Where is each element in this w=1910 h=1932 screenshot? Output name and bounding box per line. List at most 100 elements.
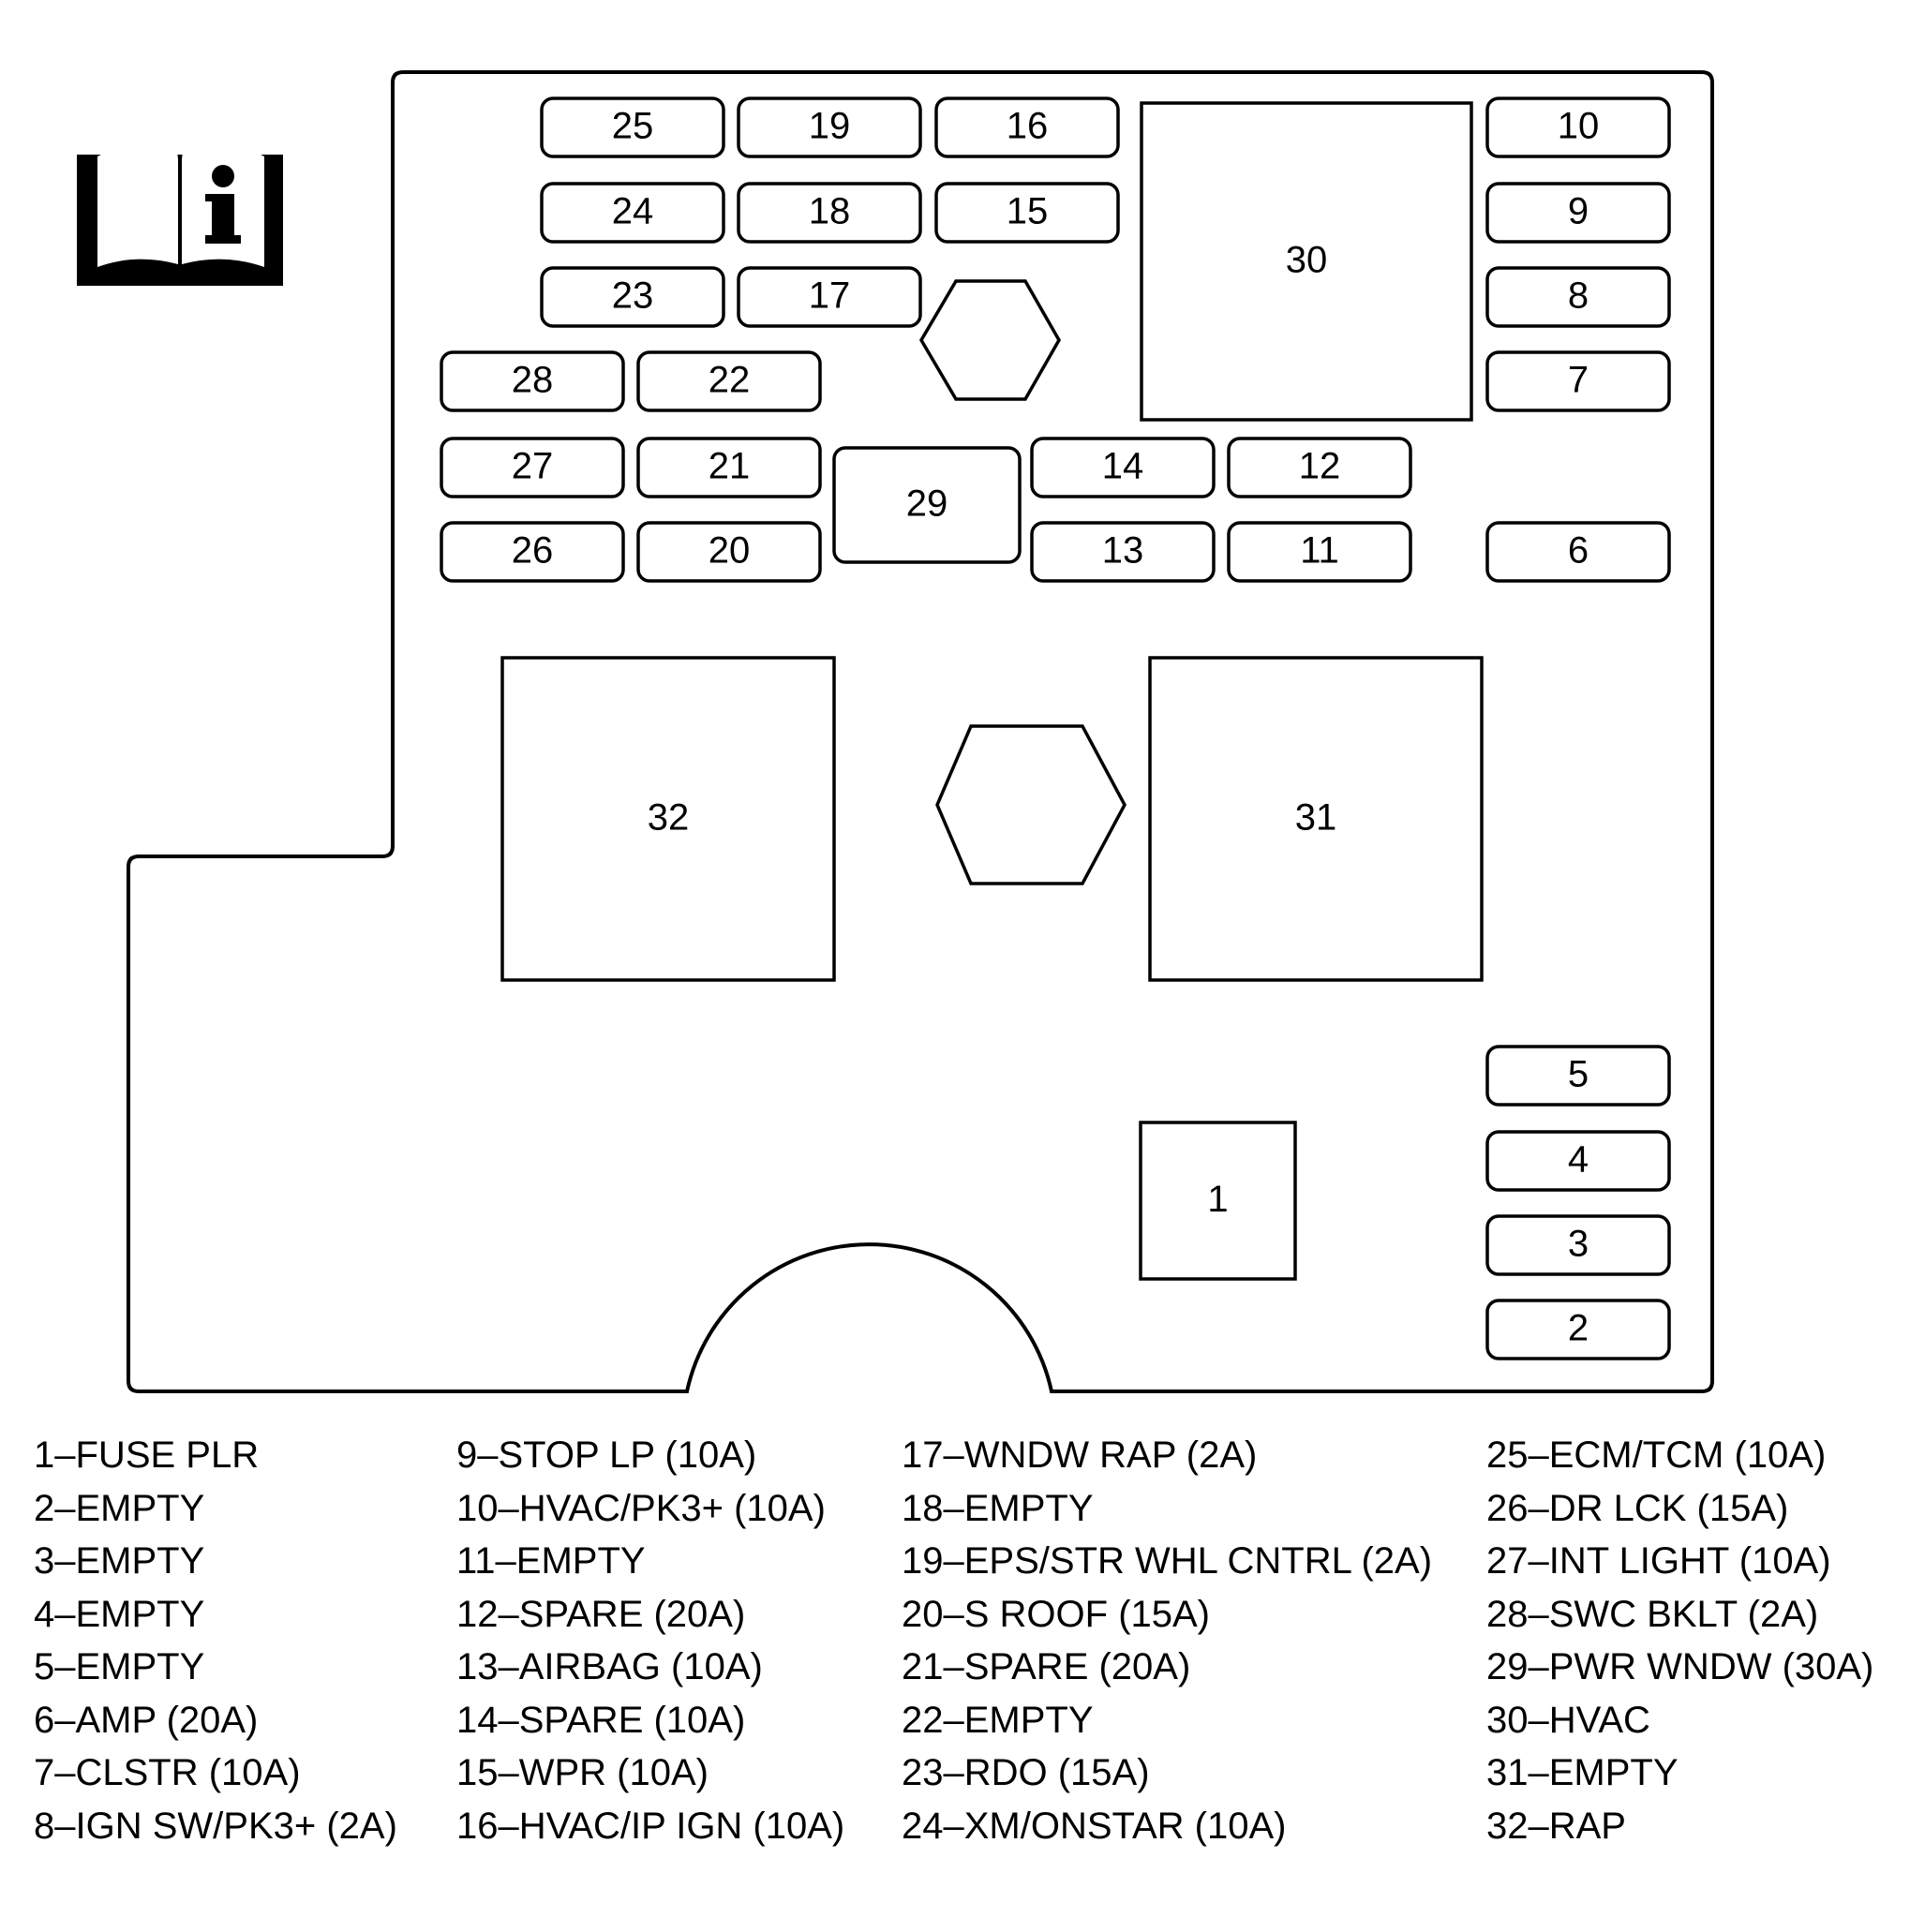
fuse-21: 21 xyxy=(636,437,822,498)
fuse-6: 6 xyxy=(1485,521,1671,583)
fuse-box xyxy=(440,521,625,583)
relay-30: 30 xyxy=(1140,101,1473,422)
fuse-17: 17 xyxy=(737,266,922,328)
fuse-18: 18 xyxy=(737,182,922,244)
mounting-bolt-icon xyxy=(935,724,1127,885)
slot-number-label: 14 xyxy=(1102,446,1144,487)
fuse-box xyxy=(540,266,725,328)
slot-number-label: 26 xyxy=(512,530,554,572)
slot-number-label: 2 xyxy=(1568,1308,1589,1349)
mounting-bolt-icon xyxy=(918,279,1062,401)
slot-number-label: 6 xyxy=(1568,530,1589,572)
fuse-box xyxy=(540,182,725,244)
fuse-box xyxy=(1485,266,1671,328)
fuse-27: 27 xyxy=(440,437,625,498)
legend-item: 3–EMPTY xyxy=(34,1540,205,1582)
slot-number-label: 24 xyxy=(612,191,654,232)
fuse-box xyxy=(1030,521,1216,583)
fuse-box xyxy=(1485,1130,1671,1192)
slot-number-label: 18 xyxy=(809,191,851,232)
slot-number-label: 1 xyxy=(1207,1179,1228,1220)
fuse-26: 26 xyxy=(440,521,625,583)
fuse-22: 22 xyxy=(636,350,822,412)
slot-number-label: 11 xyxy=(1300,530,1339,572)
legend-item: 6–AMP (20A) xyxy=(34,1699,259,1741)
legend-item: 22–EMPTY xyxy=(902,1699,1094,1741)
fuse-29: 29 xyxy=(832,446,1022,564)
fuse-2: 2 xyxy=(1485,1299,1671,1360)
fuse-5: 5 xyxy=(1485,1045,1671,1107)
slot-number-label: 10 xyxy=(1558,106,1600,147)
fuse-15: 15 xyxy=(934,182,1120,244)
slot-number-label: 12 xyxy=(1299,446,1341,487)
fuse-box xyxy=(1485,1299,1671,1360)
relay-box xyxy=(1139,1121,1297,1281)
fuse-14: 14 xyxy=(1030,437,1216,498)
fuse-10: 10 xyxy=(1485,97,1671,158)
legend-item: 7–CLSTR (10A) xyxy=(34,1752,301,1793)
fuse-8: 8 xyxy=(1485,266,1671,328)
relay-box xyxy=(500,656,836,982)
legend-item: 15–WPR (10A) xyxy=(456,1752,709,1793)
slot-number-label: 32 xyxy=(648,797,690,839)
fuse-box xyxy=(737,266,922,328)
fuse-box xyxy=(1485,521,1671,583)
fuse-box xyxy=(636,350,822,412)
legend-column: 17–WNDW RAP (2A) 18–EMPTY 19–EPS/STR WHL… xyxy=(902,1429,1432,1852)
fuse-7: 7 xyxy=(1485,350,1671,412)
fuse-19: 19 xyxy=(737,97,922,158)
slot-number-label: 20 xyxy=(709,530,751,572)
relay-31: 31 xyxy=(1148,656,1484,982)
fuse-box xyxy=(1030,437,1216,498)
slot-number-label: 16 xyxy=(1007,106,1049,147)
fuse-block-outline xyxy=(127,70,1714,1393)
legend-item: 24–XM/ONSTAR (10A) xyxy=(902,1805,1287,1847)
legend-item: 26–DR LCK (15A) xyxy=(1486,1487,1789,1529)
fuse-16: 16 xyxy=(934,97,1120,158)
legend-item: 27–INT LIGHT (10A) xyxy=(1486,1540,1831,1582)
legend-item: 31–EMPTY xyxy=(1486,1752,1679,1793)
fuse-23: 23 xyxy=(540,266,725,328)
legend-item: 18–EMPTY xyxy=(902,1487,1094,1529)
fuse-box xyxy=(1485,1045,1671,1107)
legend-item: 21–SPARE (20A) xyxy=(902,1646,1191,1687)
legend-item: 29–PWR WNDW (30A) xyxy=(1486,1646,1874,1687)
legend-item: 23–RDO (15A) xyxy=(902,1752,1150,1793)
legend-column: 9–STOP LP (10A) 10–HVAC/PK3+ (10A) 11–EM… xyxy=(456,1429,844,1852)
fuse-28: 28 xyxy=(440,350,625,412)
legend-item: 16–HVAC/IP IGN (10A) xyxy=(456,1805,845,1847)
fuse-box xyxy=(934,97,1120,158)
slot-number-label: 29 xyxy=(906,483,948,525)
relay-1: 1 xyxy=(1139,1121,1297,1281)
slot-number-label: 31 xyxy=(1295,797,1337,839)
legend-item: 25–ECM/TCM (10A) xyxy=(1486,1434,1827,1476)
legend-item: 8–IGN SW/PK3+ (2A) xyxy=(34,1805,397,1847)
fuse-13: 13 xyxy=(1030,521,1216,583)
legend-item: 17–WNDW RAP (2A) xyxy=(902,1434,1258,1476)
slot-number-label: 25 xyxy=(612,106,654,147)
fuse-3: 3 xyxy=(1485,1214,1671,1276)
legend-item: 11–EMPTY xyxy=(456,1540,646,1582)
legend-item: 12–SPARE (20A) xyxy=(456,1593,746,1635)
slot-number-label: 19 xyxy=(809,106,851,147)
legend-item: 13–AIRBAG (10A) xyxy=(456,1646,763,1687)
fuse-box xyxy=(737,97,922,158)
legend-item: 20–S ROOF (15A) xyxy=(902,1593,1211,1635)
slot-number-label: 9 xyxy=(1568,191,1589,232)
fuse-9: 9 xyxy=(1485,182,1671,244)
legend-item: 9–STOP LP (10A) xyxy=(456,1434,757,1476)
relay-box xyxy=(1140,101,1473,422)
fuse-box xyxy=(1485,97,1671,158)
fuse-box xyxy=(1227,437,1412,498)
fuse-12: 12 xyxy=(1227,437,1412,498)
slot-number-label: 3 xyxy=(1568,1224,1589,1265)
legend-item: 2–EMPTY xyxy=(34,1487,205,1529)
legend-item: 14–SPARE (10A) xyxy=(456,1699,746,1741)
fuse-box xyxy=(1227,521,1412,583)
slot-number-label: 4 xyxy=(1568,1139,1589,1181)
fuse-box xyxy=(832,446,1022,564)
fuse-box xyxy=(1485,1214,1671,1276)
relay-box xyxy=(1148,656,1484,982)
fuse-box xyxy=(1485,350,1671,412)
